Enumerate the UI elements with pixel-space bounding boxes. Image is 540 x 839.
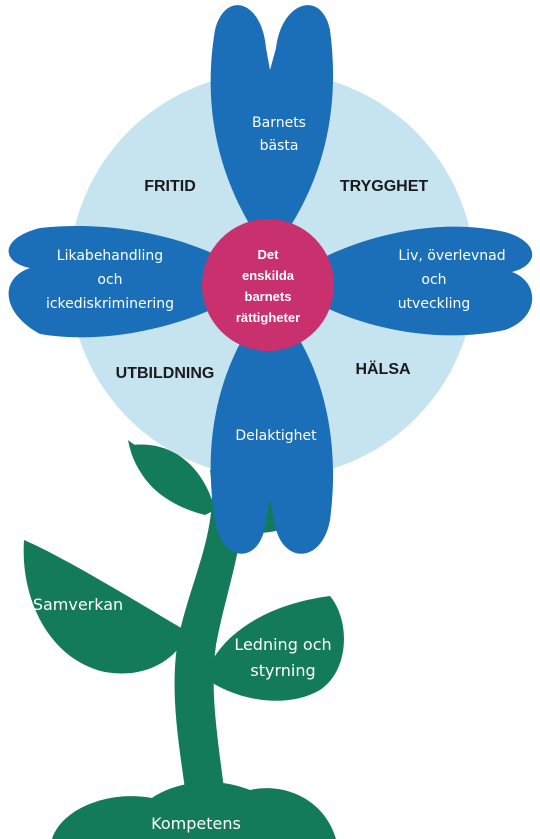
petal-right-line-1: Liv, överlevnad bbox=[398, 248, 505, 264]
root-label: Kompetens bbox=[151, 814, 241, 833]
petal-left-line-2: och bbox=[97, 272, 122, 288]
segment-halsa: HÄLSA bbox=[355, 360, 411, 378]
upper-leaf-left bbox=[132, 444, 215, 515]
center-circle bbox=[202, 219, 334, 351]
petal-bottom-line-1: Delaktighet bbox=[235, 428, 317, 444]
root-mound bbox=[52, 782, 336, 839]
petal-right bbox=[282, 226, 533, 336]
segment-trygghet: TRYGGHET bbox=[340, 178, 429, 195]
stem bbox=[174, 470, 245, 839]
leaf-ledning-line-1: Ledning och bbox=[234, 635, 331, 654]
center-line-4: rättigheter bbox=[236, 310, 300, 325]
petal-top-line-2: bästa bbox=[260, 138, 299, 154]
center-line-2: enskilda bbox=[242, 268, 295, 283]
segment-utbildning: UTBILDNING bbox=[116, 365, 215, 382]
petal-bottom bbox=[210, 300, 334, 554]
leaf-ledning-line-2: styrning bbox=[250, 661, 315, 680]
center-line-1: Det bbox=[258, 247, 280, 262]
center-line-3: barnets bbox=[245, 289, 292, 304]
petal-left bbox=[8, 225, 262, 338]
petal-top bbox=[210, 5, 334, 255]
segment-fritid: FRITID bbox=[144, 178, 196, 195]
petal-right-line-3: utveckling bbox=[398, 296, 471, 312]
leaf-samverkan-label: Samverkan bbox=[33, 595, 123, 614]
leaf-samverkan bbox=[23, 540, 189, 674]
petal-left-line-1: Likabehandling bbox=[57, 248, 163, 264]
leaf-ledning bbox=[205, 596, 344, 701]
petal-right-line-2: och bbox=[421, 272, 446, 288]
petal-left-line-3: ickediskriminering bbox=[46, 296, 174, 312]
petal-top-line-1: Barnets bbox=[252, 115, 306, 131]
